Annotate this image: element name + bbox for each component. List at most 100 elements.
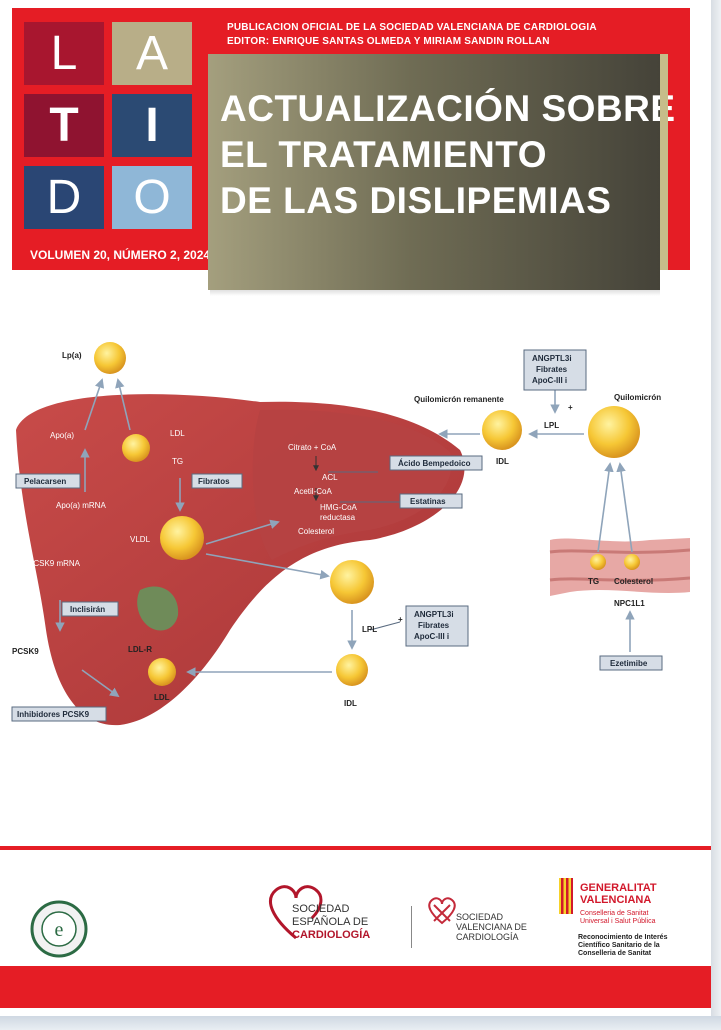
label-plus-mid: + <box>398 615 403 624</box>
drug-box-inclisiran <box>61 601 119 617</box>
publication-line: PUBLICACION OFICIAL DE LA SOCIEDAD VALEN… <box>227 22 597 33</box>
cover-title-box: ACTUALIZACIÓN SOBRE EL TRATAMIENTO DE LA… <box>208 54 675 290</box>
logo-tile-a: A <box>112 22 192 85</box>
footer-rule <box>0 846 711 850</box>
label-remanente: Quilomicrón remanente <box>414 395 504 404</box>
label-plus-top: + <box>568 403 573 412</box>
drug-inhibidores: Inhibidores PCSK9 <box>17 710 90 719</box>
label-colesterol: Colesterol <box>298 527 334 536</box>
label-idl-bottom: IDL <box>344 699 357 708</box>
label-idl-top: IDL <box>496 457 509 466</box>
page-edge-bottom <box>0 1016 721 1030</box>
drug-combo-top-3: ApoC-III i <box>532 376 567 385</box>
cover-title-line-1: ACTUALIZACIÓN SOBRE <box>220 88 676 129</box>
label-apoa-mrna: Apo(a) mRNA <box>56 501 106 510</box>
cover-title-line-2: EL TRATAMIENTO <box>220 134 547 175</box>
vldl-particle <box>160 516 204 560</box>
label-lpl-top: LPL <box>544 421 559 430</box>
label-acl: ACL <box>322 473 338 482</box>
label-hmg1: HMG-CoA <box>320 503 358 512</box>
chylomicron-particle <box>588 406 640 458</box>
drug-box-fibratos <box>191 473 243 489</box>
label-ldl-r: LDL-R <box>128 645 152 654</box>
sec-heart-logo-icon <box>269 885 323 940</box>
tg-intestine-particle <box>590 554 606 570</box>
arrow-col-chylo <box>616 462 633 553</box>
drug-box-ezetimibe <box>599 655 663 671</box>
idl-mid-particle <box>330 560 374 604</box>
drug-combo-top-2: Fibrates <box>536 365 568 374</box>
label-ldl-top: LDL <box>170 429 185 438</box>
drug-box-inhibidores <box>11 706 107 722</box>
generalitat-crest-icon <box>559 878 573 914</box>
drug-inclisiran: Inclisirán <box>70 605 105 614</box>
drug-box-combo-mid <box>405 605 469 647</box>
svc-logo-text: SOCIEDAD VALENCIANA DE CARDIOLOGÍA <box>456 912 527 942</box>
arrow-vldl-idl <box>205 553 330 580</box>
generalitat-department-2: Universal i Salut Pública <box>580 918 656 925</box>
lipid-metabolism-illustration: Lp(a) Apo(a) LDL TG Apo(a) mRNA VLDL PCS… <box>11 342 690 726</box>
drug-combo-mid-1: ANGPTL3i <box>414 610 454 619</box>
title-accent-stripe <box>660 54 668 270</box>
arrow-pcsk9-inhibitor <box>81 669 120 698</box>
ethics-seal-icon: e <box>30 900 88 958</box>
label-ldl-bottom: LDL <box>154 693 170 702</box>
arrow-vldl-colesterol <box>205 519 280 545</box>
label-citrato: Citrato + CoA <box>288 443 337 452</box>
drug-combo-mid-3: ApoC-III i <box>414 632 449 641</box>
journal-cover: L A T I D O PUBLICACION OFICIAL DE LA SO… <box>0 0 711 1016</box>
intestine-shape <box>549 538 690 596</box>
generalitat-department: Conselleria de Sanitat <box>580 910 649 917</box>
logo-tile-l: L <box>24 22 104 85</box>
recognition-note: Reconocimiento de Interés Científico San… <box>578 934 668 957</box>
label-tg: TG <box>172 457 183 466</box>
label-quilomicron: Quilomicrón <box>614 393 661 402</box>
lpa-particle <box>94 342 126 374</box>
label-pcsk9-mrna: PCSK9 mRNA <box>28 559 81 568</box>
label-hmg2: reductasa <box>320 513 356 522</box>
label-lpl-mid: LPL <box>362 625 377 634</box>
volume-info: VOLUMEN 20, NÚMERO 2, 2024. <box>30 248 214 262</box>
svc-heart-logo-icon <box>428 897 456 925</box>
label-vldl: VLDL <box>130 535 151 544</box>
label-lpa: Lp(a) <box>62 351 82 360</box>
label-acetil: Acetil-CoA <box>294 487 332 496</box>
label-col-intestine: Colesterol <box>614 577 653 586</box>
label-pcsk9: PCSK9 <box>12 647 39 656</box>
drug-box-estatinas <box>399 493 463 509</box>
logo-separator <box>411 906 412 948</box>
drug-pelacarsen: Pelacarsen <box>24 477 66 486</box>
drug-acido: Ácido Bempedoico <box>398 459 471 468</box>
connector-combo-mid <box>369 621 401 631</box>
remnant-particle <box>482 410 522 450</box>
drug-combo-mid-2: Fibrates <box>418 621 450 630</box>
drug-combo-top-1: ANGPTL3i <box>532 354 572 363</box>
drug-box-pelacarsen <box>15 473 81 489</box>
arrow-tg-chylo <box>597 462 614 553</box>
logo-tile-t: T <box>24 94 104 157</box>
generalitat-name: GENERALITAT VALENCIANA <box>580 882 657 906</box>
svg-text:e: e <box>55 919 64 941</box>
footer-band <box>0 966 711 1008</box>
drug-fibratos: Fibratos <box>198 477 230 486</box>
title-shadow <box>210 290 660 296</box>
page-edge-right <box>711 0 721 1030</box>
sec-logo-text: SOCIEDAD ESPAÑOLA DE CARDIOLOGÍA <box>292 903 371 941</box>
idl-bottom-particle <box>336 654 368 686</box>
logo-tile-o: O <box>112 166 192 229</box>
ldl-bottom-particle <box>148 658 176 686</box>
cover-title-line-3: DE LAS DISLIPEMIAS <box>220 180 612 221</box>
label-apoa: Apo(a) <box>50 431 74 440</box>
ldl-top-particle <box>122 434 150 462</box>
logo-tile-i: I <box>112 94 192 157</box>
drug-ezetimibe: Ezetimibe <box>610 659 648 668</box>
arrow-ldl-lpa <box>115 378 131 431</box>
drug-box-acido <box>389 455 483 471</box>
arrow-apoa-lpa <box>84 378 105 431</box>
colesterol-intestine-particle <box>624 554 640 570</box>
drug-estatinas: Estatinas <box>410 497 446 506</box>
drug-box-combo-top <box>523 349 587 391</box>
label-npc1l1: NPC1L1 <box>614 599 645 608</box>
editor-line: EDITOR: ENRIQUE SANTAS OLMEDA Y MIRIAM S… <box>227 36 550 47</box>
logo-tile-d: D <box>24 166 104 229</box>
